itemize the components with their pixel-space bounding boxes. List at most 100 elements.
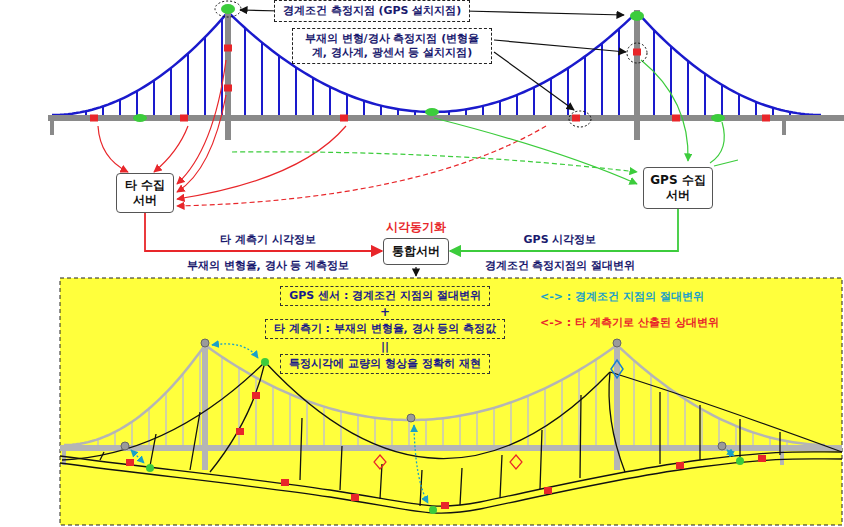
node-text: 특정시각에 교량의 형상을 정확히 재현 (289, 357, 480, 371)
node-text: 부재의 변형/경사 측정지점 (변형율계, 경사계, 광센서 등 설치지점) (299, 32, 485, 60)
gps-sensor (221, 4, 235, 14)
hanger (340, 411, 342, 445)
legend-entry: <-> : 경계조건 지점의 절대변위 (540, 289, 704, 304)
hanger (550, 78, 552, 115)
server-box: 통합서버 (383, 238, 449, 265)
hanger (601, 43, 603, 115)
hanger (618, 29, 620, 115)
hanger (278, 56, 280, 115)
hanger (516, 95, 518, 115)
hanger (295, 67, 297, 115)
main-cable (64, 345, 825, 445)
plus-sign: + (380, 305, 390, 319)
hanger (187, 53, 189, 115)
strain-sensor (224, 85, 232, 92)
hanger (148, 409, 150, 445)
hanger (667, 387, 669, 445)
strain-sensor (762, 115, 770, 122)
node-text: GPS 센서 : 경계조건 지점의 절대변위 (289, 289, 481, 303)
hanger (346, 95, 348, 115)
hanger (476, 412, 478, 445)
strain-sensor (90, 115, 98, 122)
reference-point (121, 339, 726, 450)
callout-box: 부재의 변형/경사 측정지점 (변형율계, 경사계, 광센서 등 설치지점) (292, 28, 492, 64)
hanger (527, 396, 529, 445)
gps-sensor (630, 11, 644, 21)
strain-sensor (224, 45, 232, 52)
summary-box: GPS 센서 : 경계조건 지점의 절대변위 (280, 286, 490, 306)
hanger (459, 416, 461, 445)
bridge-top (48, 4, 844, 140)
hanger (595, 360, 597, 445)
node-text: GPS 수집서버 (648, 173, 708, 203)
hanger (718, 418, 720, 445)
hanger (752, 432, 754, 445)
absolute-displacement-arrow (131, 344, 734, 503)
hanger (261, 42, 263, 115)
callout-leader (240, 10, 626, 110)
legend-entry: <-> : 타 계측기로 산출된 상대변위 (540, 315, 719, 330)
gps-sensor (133, 114, 147, 122)
equals-sign: || (381, 340, 389, 353)
strain-sensor (633, 49, 641, 56)
tower-tilt-mark (611, 360, 623, 378)
hanger (391, 419, 393, 445)
callout-ring (215, 1, 647, 127)
data-flow-arrow (450, 209, 678, 251)
hanger (272, 386, 274, 445)
gps-point-deformed (146, 358, 744, 514)
gps-sensor (711, 114, 725, 122)
hanger (221, 357, 223, 445)
tower (202, 343, 208, 470)
hanger (119, 100, 121, 115)
tower (634, 10, 640, 140)
deck (48, 115, 844, 121)
hanger (374, 418, 376, 445)
hanger (738, 94, 740, 115)
node-text: 통합서버 (392, 244, 440, 259)
hanger (363, 101, 365, 115)
hanger (165, 393, 167, 445)
hanger (735, 426, 737, 445)
hanger (493, 408, 495, 445)
hanger (561, 380, 563, 445)
hanger (114, 432, 116, 445)
hanger (499, 101, 501, 115)
flow-label: 타 계측기 시각정보 (220, 232, 316, 247)
result-panel (60, 278, 842, 525)
hanger (510, 402, 512, 445)
sensor-signal-line (98, 60, 738, 276)
hanger (633, 360, 635, 445)
hanger (244, 28, 246, 115)
strain-sensor (180, 115, 188, 122)
summary-box: 타 계측기 : 부재의 변형율, 경사 등의 측정값 (265, 319, 505, 339)
sync-label: 시각동기화 (386, 219, 446, 236)
flow-label: 부재의 변형율, 경사 등 계측정보 (187, 258, 350, 273)
strain-sensor (672, 115, 680, 122)
node-text: 타 계측기 : 부재의 변형율, 경사 등의 측정값 (274, 322, 496, 336)
node-text: 경계조건 측정지점 (GPS 설치지점) (283, 4, 462, 18)
server-box: GPS 수집서버 (643, 167, 713, 209)
hanger (533, 87, 535, 115)
flow-label: GPS 시각정보 (524, 232, 597, 247)
hanger (312, 78, 314, 115)
hanger (687, 61, 689, 115)
server-box: 타 수집 서버 (116, 173, 174, 213)
hanger (684, 399, 686, 445)
hanger (701, 409, 703, 445)
hanger (199, 352, 201, 445)
summary-box: 특정시각에 교량의 형상을 정확히 재현 (280, 354, 489, 374)
hanger (544, 388, 546, 445)
pier (782, 121, 786, 135)
flow-label: 경계조건 측정지점의 절대변위 (485, 258, 636, 273)
gps-sensor (425, 108, 439, 116)
hanger (204, 37, 206, 115)
tower (225, 10, 231, 140)
relative-displacement-mark (374, 455, 522, 469)
hanger (289, 394, 291, 445)
hanger (357, 415, 359, 445)
hanger (255, 378, 257, 445)
hanger (153, 80, 155, 115)
bridge-undeformed (60, 343, 842, 470)
hanger (425, 420, 427, 445)
